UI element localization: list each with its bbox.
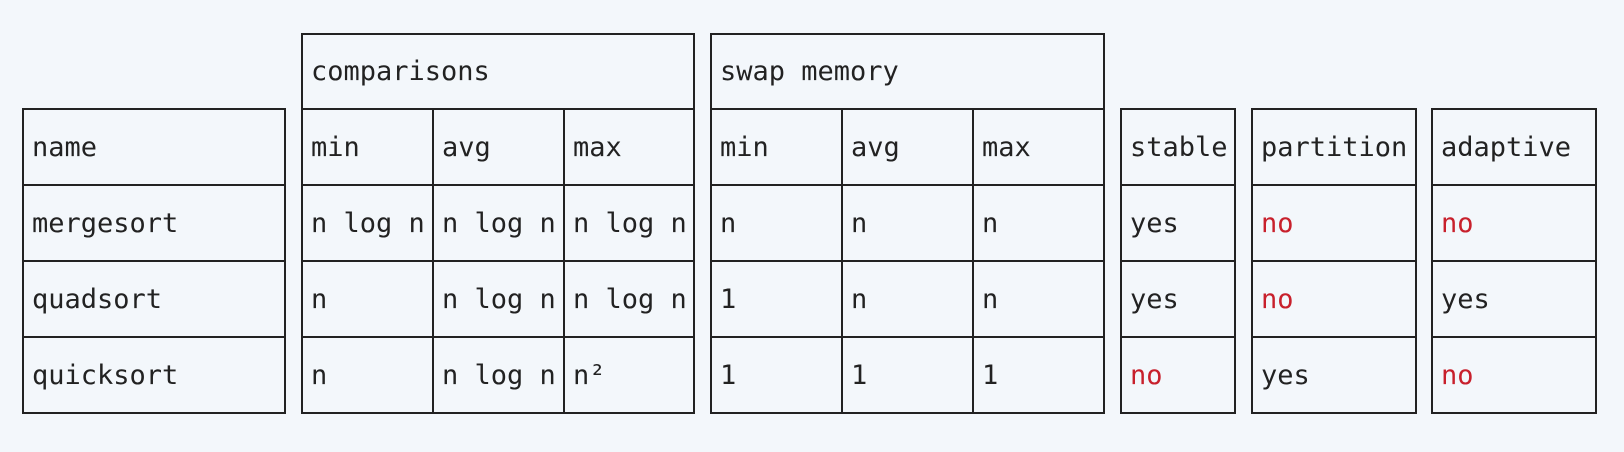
header-swap-min: min xyxy=(710,108,843,186)
header-swap-avg: avg xyxy=(841,108,974,186)
cell-swap-avg: 1 xyxy=(841,336,974,414)
header-stable: stable xyxy=(1120,108,1236,186)
cell-swap-max: 1 xyxy=(972,336,1105,414)
cell-comparisons-avg: n log n xyxy=(432,336,565,414)
cell-adaptive-mergesort: no xyxy=(1431,184,1597,262)
cell-comparisons-min: n log n xyxy=(301,184,434,262)
cell-name-quadsort: quadsort xyxy=(22,260,286,338)
header-comparisons-max: max xyxy=(563,108,695,186)
cell-swap-max: n xyxy=(972,260,1105,338)
cell-partition-mergesort: no xyxy=(1251,184,1417,262)
cell-comparisons-avg: n log n xyxy=(432,184,565,262)
header-adaptive: adaptive xyxy=(1431,108,1597,186)
cell-swap-avg: n xyxy=(841,260,974,338)
cell-comparisons-min: n xyxy=(301,260,434,338)
cell-name-mergesort: mergesort xyxy=(22,184,286,262)
header-comparisons-avg: avg xyxy=(432,108,565,186)
cell-comparisons-max: n log n xyxy=(563,184,695,262)
cell-swap-min: n xyxy=(710,184,843,262)
cell-comparisons-avg: n log n xyxy=(432,260,565,338)
cell-adaptive-quicksort: no xyxy=(1431,336,1597,414)
cell-stable-mergesort: yes xyxy=(1120,184,1236,262)
cell-partition-quicksort: yes xyxy=(1251,336,1417,414)
group-header-swap-memory: swap memory xyxy=(710,33,1105,110)
header-swap-max: max xyxy=(972,108,1105,186)
header-name: name xyxy=(22,108,286,186)
cell-swap-max: n xyxy=(972,184,1105,262)
cell-stable-quadsort: yes xyxy=(1120,260,1236,338)
cell-comparisons-min: n xyxy=(301,336,434,414)
cell-swap-min: 1 xyxy=(710,336,843,414)
header-partition: partition xyxy=(1251,108,1417,186)
cell-comparisons-max: n² xyxy=(563,336,695,414)
cell-partition-quadsort: no xyxy=(1251,260,1417,338)
cell-name-quicksort: quicksort xyxy=(22,336,286,414)
cell-swap-min: 1 xyxy=(710,260,843,338)
cell-swap-avg: n xyxy=(841,184,974,262)
group-header-comparisons: comparisons xyxy=(301,33,695,110)
cell-comparisons-max: n log n xyxy=(563,260,695,338)
cell-adaptive-quadsort: yes xyxy=(1431,260,1597,338)
cell-stable-quicksort: no xyxy=(1120,336,1236,414)
header-comparisons-min: min xyxy=(301,108,434,186)
